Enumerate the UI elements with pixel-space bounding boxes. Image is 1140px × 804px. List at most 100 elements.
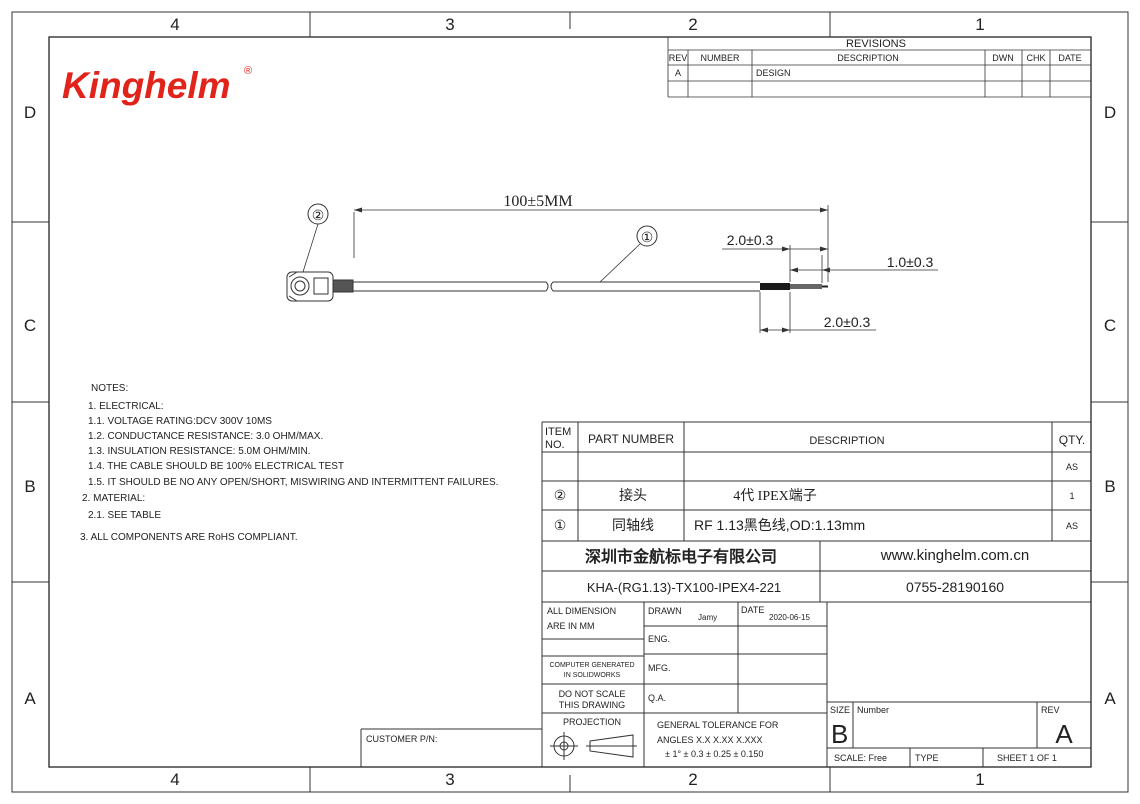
date-header: DATE	[1058, 53, 1081, 63]
note-line: 1.1. VOLTAGE RATING:DCV 300V 10MS	[88, 416, 272, 427]
note-line: 1.3. INSULATION RESISTANCE: 5.0M OHM/MIN…	[88, 446, 310, 457]
sheet-size: B	[831, 719, 848, 749]
strip-length-dimension: 2.0±0.3	[727, 232, 774, 248]
mfg-label: MFG.	[648, 663, 671, 673]
all-dimension-label: ALL DIMENSION	[547, 606, 616, 616]
type-label: TYPE	[915, 753, 939, 763]
zone-row-label: B	[24, 477, 35, 496]
zone-col-label: 3	[445, 15, 454, 34]
bom-headers: ITEM NO. PART NUMBER DESCRIPTION QTY.	[545, 426, 1085, 451]
note-line: 1.2. CONDUCTANCE RESISTANCE: 3.0 OHM/MAX…	[88, 431, 323, 442]
dielectric-section	[790, 284, 822, 289]
date-label: DATE	[741, 605, 764, 615]
bom-row-qty: AS	[1066, 462, 1078, 472]
braid-section	[760, 283, 790, 290]
zone-col-label: 1	[975, 15, 984, 34]
revisions-title: REVISIONS	[846, 38, 906, 50]
part-number-header: PART NUMBER	[588, 432, 674, 446]
zone-row-label: C	[1104, 316, 1116, 335]
note-line: 2.1. SEE TABLE	[88, 510, 161, 521]
chk-header: CHK	[1026, 53, 1045, 63]
note-line: 1.5. IT SHOULD BE NO ANY OPEN/SHORT, MIS…	[88, 477, 498, 488]
zone-col-label: 4	[170, 770, 179, 789]
company-name: 深圳市金航标电子有限公司	[585, 547, 777, 566]
sheet-label: SHEET 1 OF 1	[997, 753, 1057, 763]
company-phone: 0755-28190160	[906, 579, 1004, 595]
title-block-fields: ALL DIMENSION ARE IN MM DRAWN Jamy DATE …	[366, 605, 1060, 763]
projection-label: PROJECTION	[563, 717, 621, 727]
zone-row-label: D	[24, 103, 36, 122]
revisions-table	[667, 37, 1091, 98]
zone-row-label: B	[1104, 477, 1115, 496]
description-header: DESCRIPTION	[809, 435, 884, 447]
dimension-lines	[302, 205, 938, 333]
registered-mark: ®	[244, 65, 252, 77]
overall-length-dimension: 100±5MM	[503, 193, 572, 210]
computer-generated-label: COMPUTER GENERATED	[549, 662, 634, 669]
description-header: DESCRIPTION	[837, 53, 899, 63]
tolerance-columns: ANGLES X.X X.XX X.XXX	[657, 735, 763, 745]
company-website: www.kinghelm.com.cn	[880, 547, 1029, 564]
item-header: NO.	[545, 439, 565, 451]
kinghelm-logo: Kinghelm	[62, 65, 231, 106]
computer-generated-label: IN SOLIDWORKS	[564, 672, 621, 679]
do-not-scale-label: DO NOT SCALE	[559, 689, 626, 699]
number-header: NUMBER	[700, 53, 740, 63]
revisions-headers: REV NUMBER DESCRIPTION DWN CHK DATE	[669, 53, 1082, 63]
drawing-revision: A	[1055, 719, 1073, 749]
item-header: ITEM	[545, 426, 571, 438]
third-angle-projection-icon	[550, 732, 637, 760]
number-label: Number	[857, 705, 889, 715]
drawn-by: Jamy	[698, 613, 717, 622]
note-line: 3. ALL COMPONENTS ARE RoHS COMPLIANT.	[80, 532, 297, 543]
revision-row-rev: A	[675, 68, 681, 78]
notes: NOTES: 1. ELECTRICAL: 1.1. VOLTAGE RATIN…	[80, 383, 498, 543]
bom-row-item: ①	[554, 517, 567, 533]
inner-border	[48, 36, 1092, 768]
zone-col-label: 3	[445, 770, 454, 789]
zone-row-label: C	[24, 316, 36, 335]
title-block	[360, 541, 1091, 767]
zone-row-label: D	[1104, 103, 1116, 122]
zone-col-label: 2	[688, 15, 697, 34]
qa-label: Q.A.	[648, 693, 666, 703]
notes-title: NOTES:	[91, 383, 128, 394]
size-label: SIZE	[830, 705, 850, 715]
zone-col-label: 4	[170, 15, 179, 34]
tolerance-title: GENERAL TOLERANCE FOR	[657, 720, 779, 730]
rev-header: REV	[669, 53, 688, 63]
eng-label: ENG.	[648, 634, 670, 644]
bom-row-description: 4代 IPEX端子	[733, 488, 817, 504]
scale-label: SCALE: Free	[834, 753, 887, 763]
dimension-arrows	[354, 207, 830, 333]
do-not-scale-label: THIS DRAWING	[559, 700, 625, 710]
rev-label: REV	[1041, 705, 1060, 715]
drawn-label: DRAWN	[648, 606, 682, 616]
bom-row-part: 同轴线	[612, 518, 654, 534]
customer-pn-label: CUSTOMER P/N:	[366, 734, 437, 744]
note-line: 1. ELECTRICAL:	[88, 401, 164, 412]
zone-row-label: A	[1104, 689, 1116, 708]
bom-row-part: 接头	[619, 487, 647, 504]
all-dimension-label: ARE IN MM	[547, 621, 595, 631]
drawing-part-number: KHA-(RG1.13)-TX100-IPEX4-221	[587, 580, 781, 595]
bom-table	[541, 421, 1091, 767]
callout-cable: ①	[641, 229, 654, 245]
bom-row-description: RF 1.13黑色线,OD:1.13mm	[694, 517, 865, 533]
zone-ticks	[12, 12, 1128, 792]
zone-row-label: A	[24, 689, 36, 708]
conductor-length-dimension: 1.0±0.3	[887, 254, 934, 270]
zone-labels: 4 3 2 1 4 3 2 1 D C B A D C B A	[24, 15, 1116, 789]
bom-row-qty: 1	[1069, 491, 1074, 501]
tolerance-values: ± 1° ± 0.3 ± 0.25 ± 0.150	[665, 749, 763, 759]
drawing-date: 2020-06-15	[769, 613, 810, 622]
ipex-connector	[286, 271, 354, 302]
coax-cable	[353, 281, 760, 292]
zone-col-label: 2	[688, 770, 697, 789]
bom-row-item: ②	[554, 487, 567, 503]
revision-row-description: DESIGN	[756, 68, 791, 78]
bom-row-qty: AS	[1066, 521, 1078, 531]
braid-length-dimension: 2.0±0.3	[824, 314, 871, 330]
callout-circles	[307, 203, 658, 247]
